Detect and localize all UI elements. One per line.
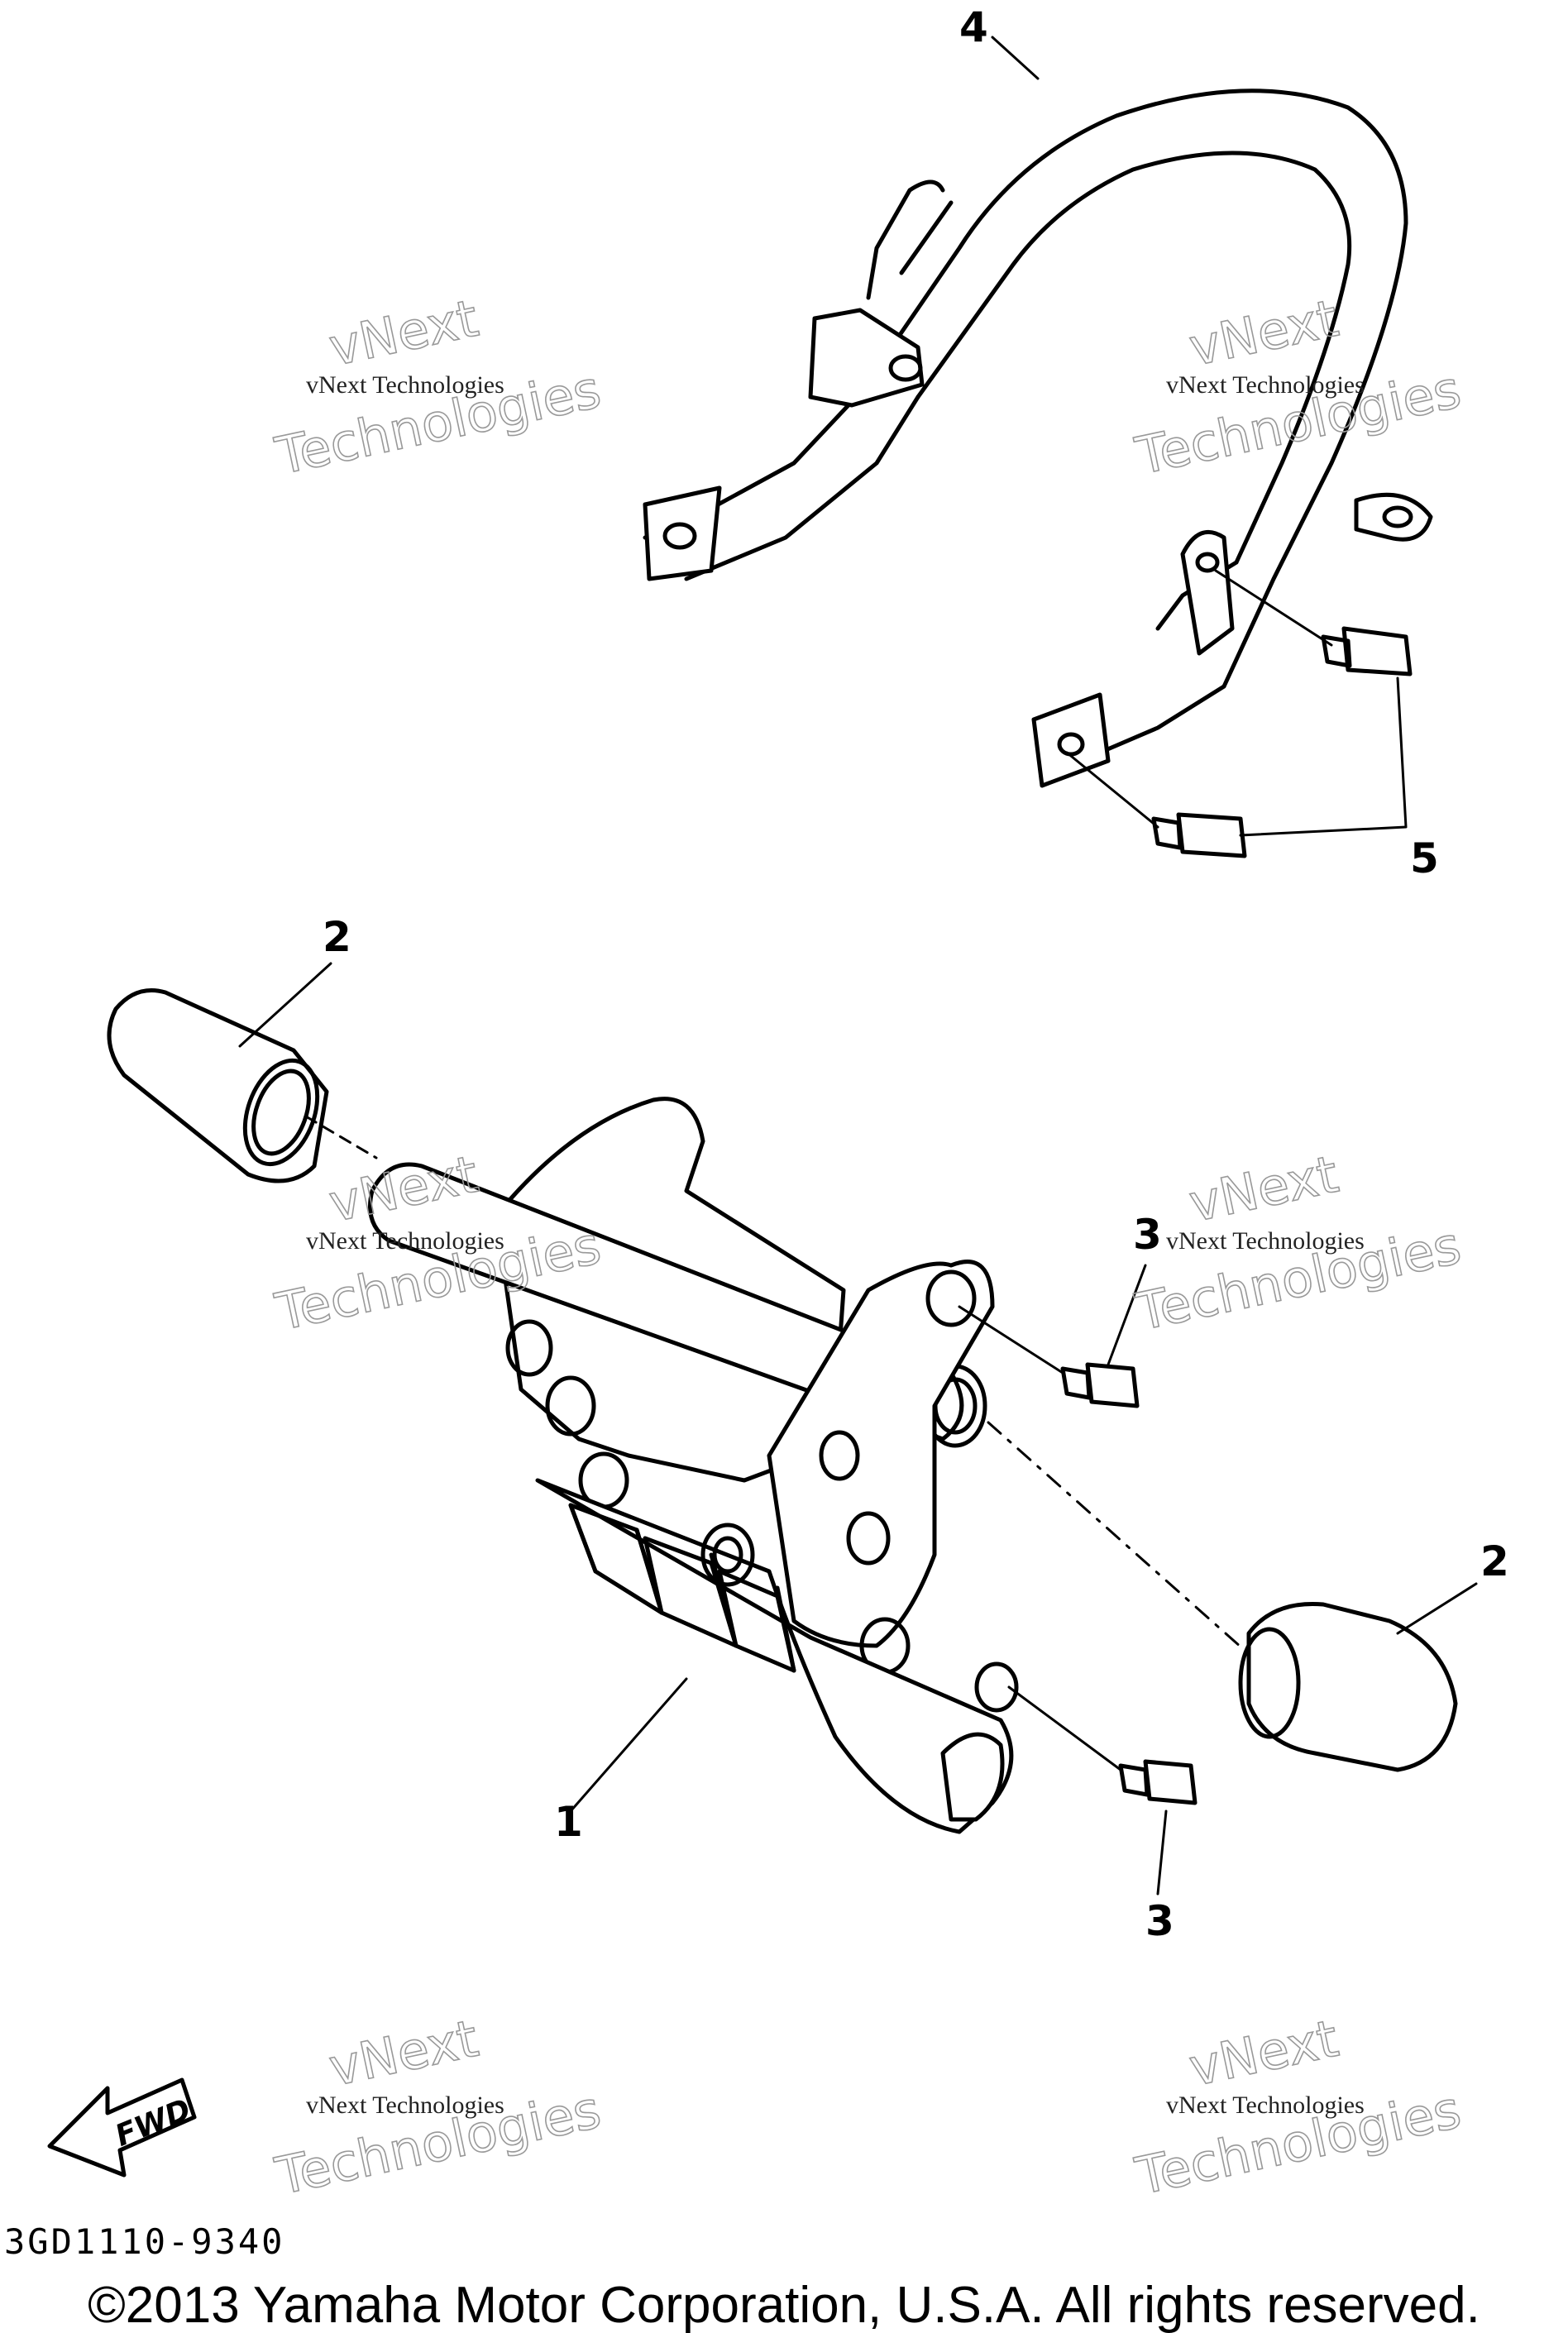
skid-plate-part-1 [368,1097,1019,1834]
bolt-part-3-upper [1060,1362,1140,1408]
bolt-5-axis-lower [1065,751,1159,829]
svg-text:vNext: vNext [1184,1144,1343,1234]
svg-text:vNext: vNext [1184,2008,1343,2098]
axis-cap-right [987,1421,1250,1656]
leader-part-4 [991,36,1040,80]
cap-part-2-left [107,988,329,1183]
watermark: vNext vNext Technologies Technologies [1130,1143,1466,1343]
leader-part-3-upper [1107,1264,1147,1366]
leader-part-1 [569,1677,688,1813]
bolt-part-5-lower [1151,812,1247,858]
svg-text:vNext Technologies: vNext Technologies [306,1227,504,1255]
fwd-arrow-icon: FWD [47,2077,197,2178]
diagram-code: 3GD1110-9340 [4,2221,284,2262]
svg-text:vNext Technologies: vNext Technologies [306,2092,504,2119]
bolt-part-5-upper [1321,626,1413,676]
svg-text:vNext Technologies: vNext Technologies [306,371,504,399]
callout-part-1: 1 [554,1798,583,1846]
axis-bolt-3-upper [958,1305,1064,1374]
watermark: vNext vNext Technologies Technologies [1130,287,1466,487]
leader-part-2-right [1396,1582,1478,1635]
callout-part-3-lower: 3 [1145,1897,1174,1945]
svg-text:vNext Technologies: vNext Technologies [1166,2092,1365,2119]
svg-text:vNext: vNext [324,2008,483,2098]
callout-part-2-upper: 2 [323,913,351,961]
callout-part-2-lower: 2 [1480,1537,1509,1585]
callout-part-4: 4 [959,3,988,51]
copyright-notice: ©2013 Yamaha Motor Corporation, U.S.A. A… [88,2277,1480,2333]
svg-text:vNext: vNext [324,288,483,378]
callout-part-3-upper: 3 [1133,1211,1162,1259]
leader-part-3-lower [1156,1810,1168,1896]
leader-part-5 [1239,676,1408,837]
grab-bar-part-4 [643,88,1433,788]
bolt-part-3-lower [1118,1759,1198,1805]
svg-text:vNext Technologies: vNext Technologies [1166,1227,1365,1255]
axis-bolt-3-lower [1007,1685,1122,1771]
cap-part-2-right [1238,1601,1458,1772]
watermark: vNext vNext Technologies Technologies [270,287,606,487]
leader-part-2-left [238,962,332,1048]
watermark: vNext vNext Technologies Technologies [1130,2007,1466,2207]
bolt-5-axis-upper [1214,569,1333,647]
watermark: vNext vNext Technologies Technologies [270,2007,606,2207]
svg-text:vNext Technologies: vNext Technologies [1166,371,1365,399]
axis-cap-left [304,1115,378,1159]
callout-part-5: 5 [1410,834,1439,882]
